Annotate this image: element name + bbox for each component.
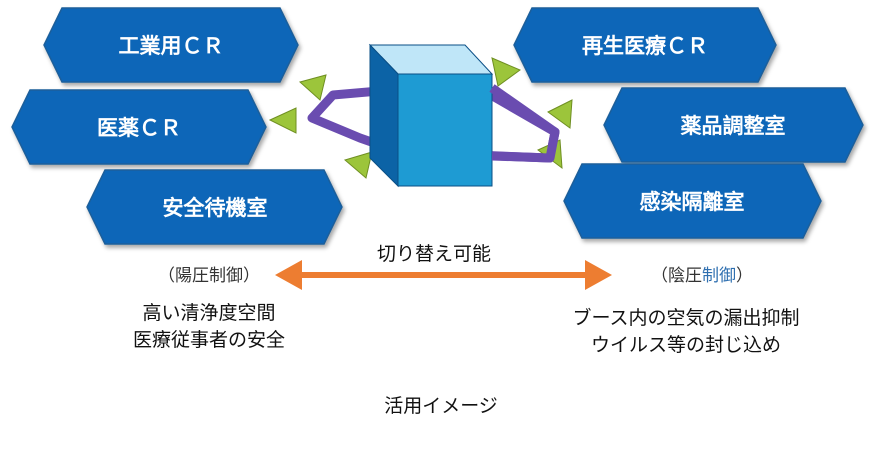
switch-arrow: [275, 260, 612, 290]
room-hex-safety-waiting: 安全待機室: [86, 169, 343, 245]
room-hex-industrial-cr: 工業用ＣＲ: [43, 7, 299, 83]
room-hex-drug-prep: 薬品調整室: [603, 87, 864, 163]
marker: [298, 74, 327, 101]
room-label: 再生医療ＣＲ: [582, 34, 708, 58]
direction-markers: [268, 57, 573, 179]
rotation-path-front: [489, 84, 560, 163]
room-hex-pharma-cr: 医薬ＣＲ: [11, 89, 267, 165]
negative-desc-line-1: ブース内の空気の漏出抑制: [572, 306, 799, 329]
positive-pressure-label: （陽圧制御）: [158, 266, 260, 286]
caption: 活用イメージ: [384, 395, 498, 417]
room-hex-regenerative-cr: 再生医療ＣＲ: [513, 7, 777, 83]
marker: [491, 57, 522, 87]
room-hex-infection-isolation: 感染隔離室: [563, 163, 822, 239]
room-label: 感染隔離室: [640, 190, 745, 214]
room-label: 工業用ＣＲ: [119, 34, 224, 58]
negative-pressure-label: （陰圧制御）: [651, 266, 753, 286]
room-label: 安全待機室: [163, 196, 268, 220]
arrow-head-right: [585, 260, 612, 290]
arrow-head-left: [275, 260, 302, 290]
booth-cube: [368, 43, 494, 188]
negative-desc-line-2: ウイルス等の封じ込め: [591, 334, 781, 356]
room-label: 薬品調整室: [681, 114, 786, 138]
positive-desc-line-2: 医療従事者の安全: [133, 329, 285, 351]
positive-desc-line-1: 高い清浄度空間: [142, 302, 275, 324]
marker: [343, 151, 373, 179]
switch-label: 切り替え可能: [377, 243, 491, 265]
cube-front-face: [397, 73, 493, 187]
room-label: 医薬ＣＲ: [97, 116, 181, 140]
marker: [268, 107, 297, 134]
marker: [547, 99, 573, 129]
